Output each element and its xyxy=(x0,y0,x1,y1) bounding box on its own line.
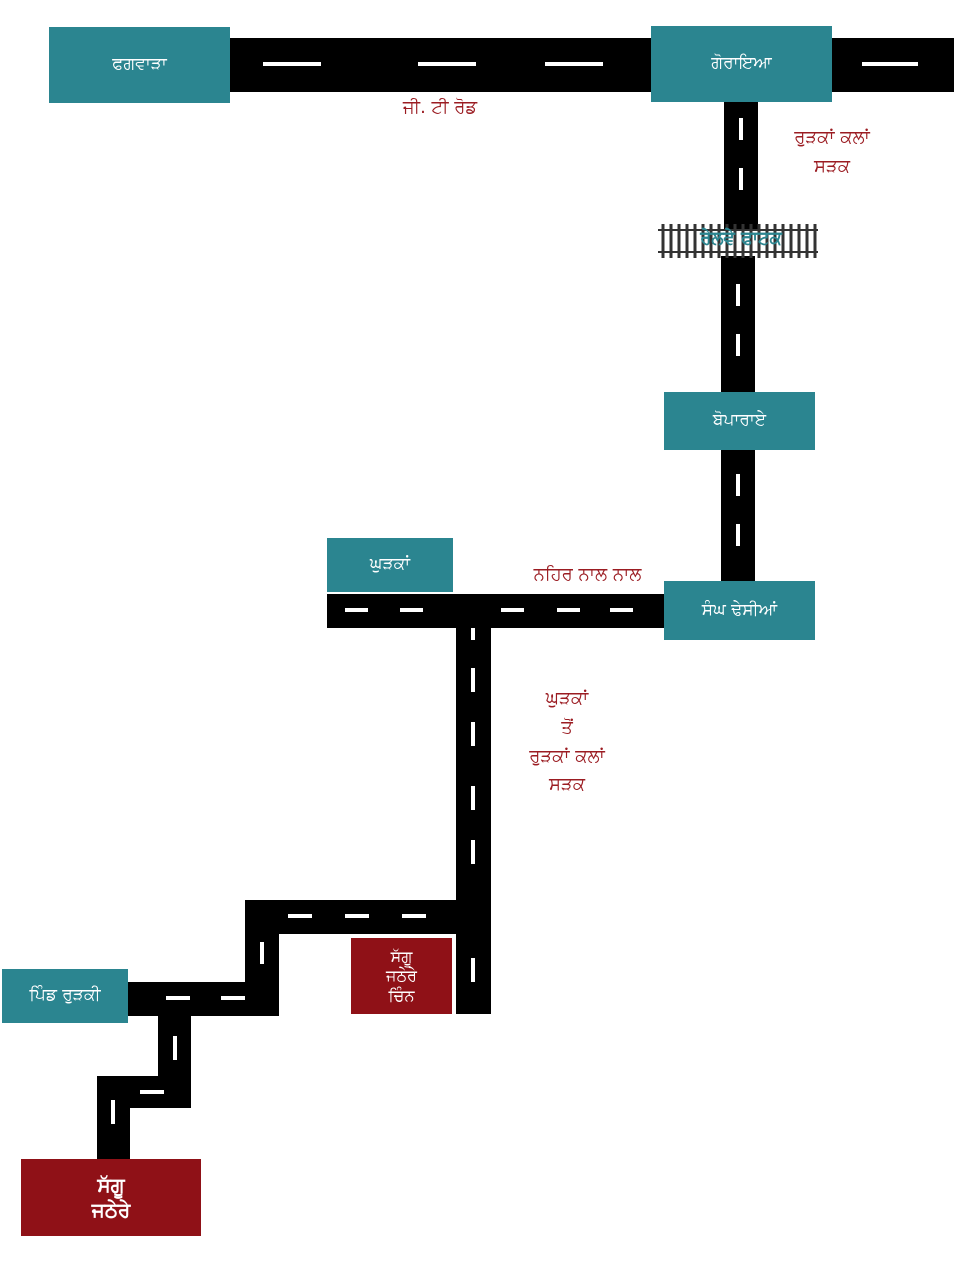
place-sangh-dhesian: ਸੰਘ ਢੇਸੀਆਂ xyxy=(664,581,815,640)
canal-road xyxy=(327,594,667,628)
shrine-main: ਸੱਗੂ ਜਠੇਰੇ xyxy=(21,1159,201,1236)
shrine-marker-label: ਸੱਗੂ ਜਠੇਰੇ ਚਿੰਨ xyxy=(386,947,417,1005)
shrine-main-label: ਸੱਗੂ ਜਠੇਰੇ xyxy=(91,1172,131,1222)
gt-road xyxy=(228,38,954,92)
place-boparai-label: ਬੋਪਾਰਾਏ xyxy=(712,410,767,431)
shrine-marker: ਸੱਗੂ ਜਠੇਰੇ ਚਿੰਨ xyxy=(351,938,452,1014)
village-road xyxy=(128,900,475,1016)
place-phagwara-label: ਫਗਵਾੜਾ xyxy=(112,54,167,75)
ghurka-rurka-road xyxy=(456,594,491,1014)
place-pind-rurki: ਪਿੰਡ ਰੁੜਕੀ xyxy=(2,969,128,1023)
railway-track-icon xyxy=(658,224,818,258)
rurka-kalan-road-label: ਰੁੜਕਾਂ ਕਲਾਂ ਸੜਕ xyxy=(794,127,870,177)
place-pind-rurki-label: ਪਿੰਡ ਰੁੜਕੀ xyxy=(29,985,101,1006)
ghurka-rurka-road-label: ਘੁੜਕਾਂ ਤੋਂ ਰੁੜਕਾਂ ਕਲਾਂ ਸੜਕ xyxy=(529,688,605,796)
place-goraya-label: ਗੋਰਾਇਆ xyxy=(711,53,772,74)
rurka-kalan-road xyxy=(721,100,758,584)
gt-road-label: ਜੀ. ਟੀ ਰੋਡ xyxy=(402,97,478,118)
place-boparai: ਬੋਪਾਰਾਏ xyxy=(664,392,815,450)
place-phagwara: ਫਗਵਾੜਾ xyxy=(49,27,230,103)
place-sangh-dhesian-label: ਸੰਘ ਢੇਸੀਆਂ xyxy=(701,599,778,620)
place-ghurka: ਘੁੜਕਾਂ xyxy=(327,538,453,592)
shrine-road xyxy=(97,1000,191,1162)
canal-road-label: ਨਹਿਰ ਨਾਲ ਨਾਲ xyxy=(533,564,642,585)
place-ghurka-label: ਘੁੜਕਾਂ xyxy=(369,554,411,575)
railway-crossing-label: ਰੇਲਵੇ ਫਾਟਕ xyxy=(700,228,782,249)
place-goraya: ਗੋਰਾਇਆ xyxy=(651,26,832,102)
